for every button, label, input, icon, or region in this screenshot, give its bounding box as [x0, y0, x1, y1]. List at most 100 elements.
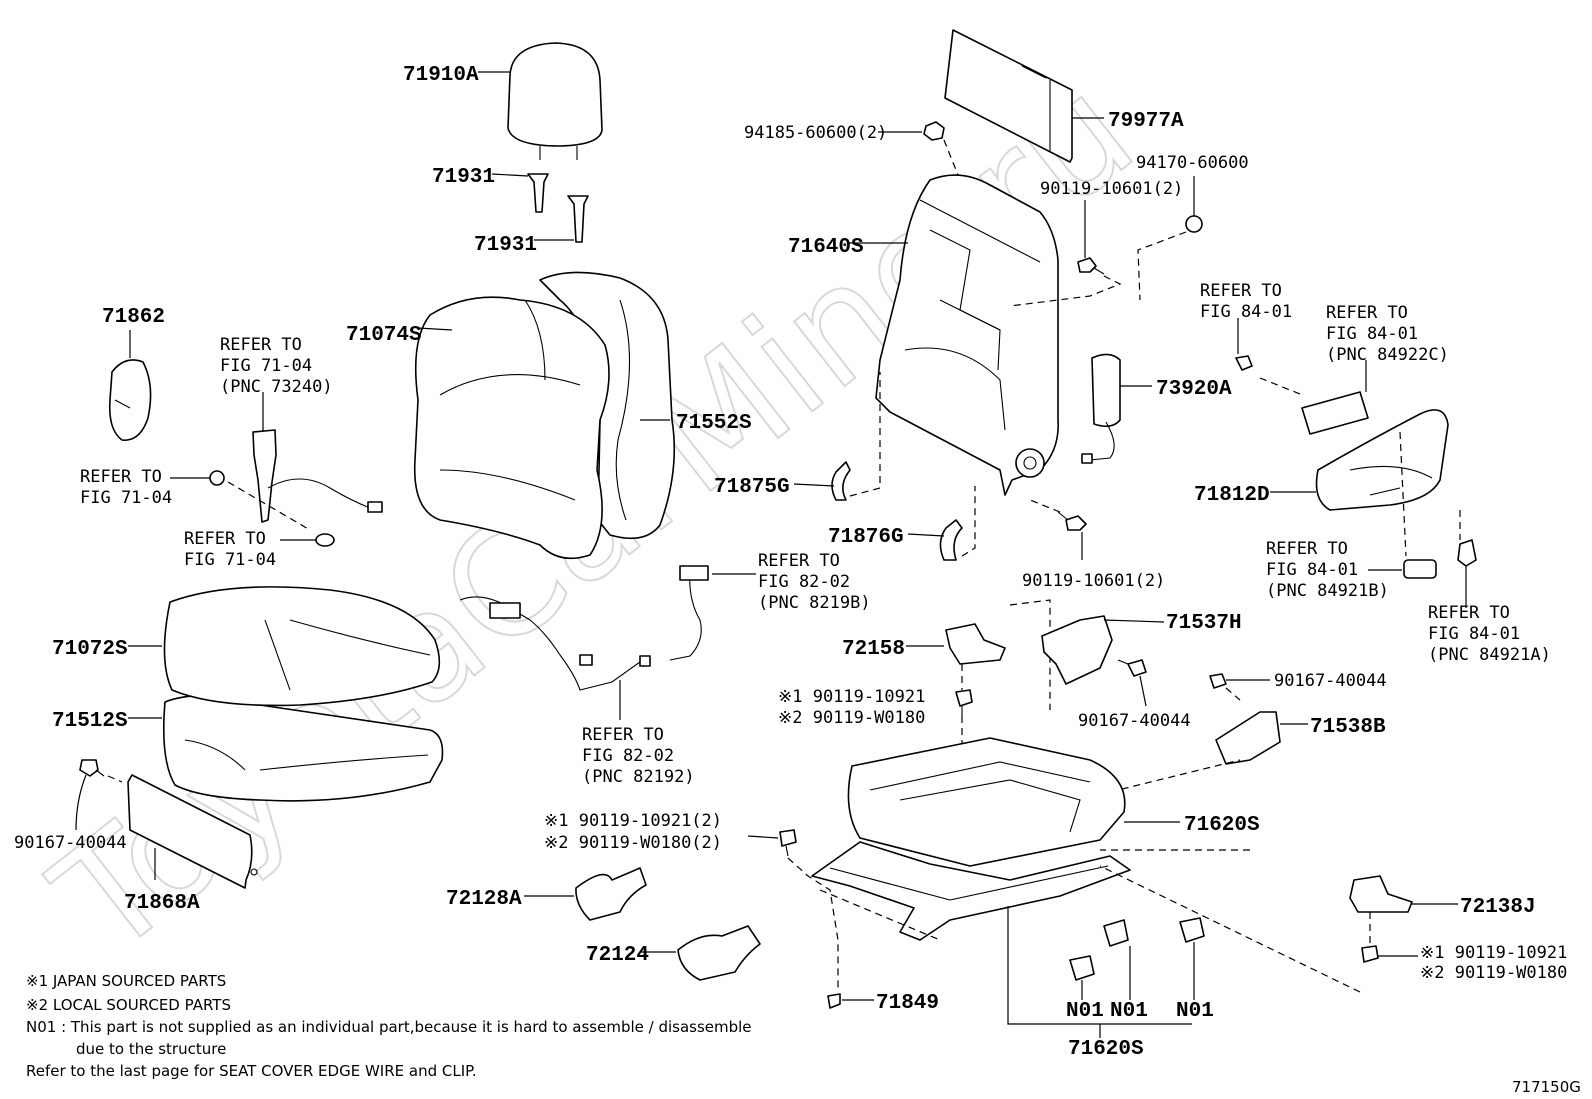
bolt-icon — [79, 759, 105, 777]
footnote: Refer to the last page for SEAT COVER ED… — [26, 1062, 477, 1080]
part-number-label: 79977A — [1108, 110, 1184, 133]
part-number-label: 71620S — [1184, 814, 1260, 837]
footnote: due to the structure — [76, 1040, 226, 1058]
refer-label: (PNC 73240) — [220, 377, 333, 397]
bolt-icon — [955, 689, 973, 716]
cover-part-72158 — [945, 623, 1006, 665]
cushion-cover-part — [163, 586, 441, 707]
part-number-label: 71875G — [714, 476, 790, 499]
refer-label: FIG 71-04 — [184, 550, 276, 570]
bolt-icon — [779, 829, 797, 857]
part-number-label: 72158 — [842, 638, 905, 661]
refer-label: FIG 84-01 — [1428, 624, 1520, 644]
back-board-part — [944, 29, 1073, 163]
bracket-part-71537H — [1041, 615, 1113, 685]
hinge-cover-part-71876G — [939, 519, 963, 561]
knob-part-84921A — [1457, 539, 1477, 567]
refer-label: (PNC 8219B) — [758, 593, 871, 613]
part-number-label: 71074S — [346, 324, 422, 347]
bolt-number-label: ※1 90119-10921 — [1420, 943, 1567, 963]
refer-label: FIG 71-04 — [80, 488, 172, 508]
part-number-label: 73920A — [1156, 378, 1232, 401]
part-number-label: 71072S — [52, 638, 128, 661]
headrest-part — [478, 42, 603, 160]
headrest-guide-part — [491, 173, 589, 243]
part-number-label: N01 — [1110, 1000, 1148, 1023]
part-number-label: 71862 — [102, 306, 165, 329]
refer-label: FIG 84-01 — [1326, 324, 1418, 344]
refer-label: REFER TO — [80, 467, 162, 487]
part-number-label: 94170-60600 — [1136, 153, 1249, 173]
bolt-icon — [1209, 673, 1227, 689]
bolt-number-label: ※1 90119-10921 — [778, 687, 925, 707]
part-number-label: 71910A — [403, 64, 479, 87]
part-number-label: 72124 — [586, 944, 649, 967]
nut-icon — [923, 121, 945, 141]
figure-code: 717150G — [1512, 1078, 1581, 1096]
refer-label: REFER TO — [1428, 603, 1510, 623]
refer-label: (PNC 84921B) — [1266, 581, 1389, 601]
refer-label: REFER TO — [758, 551, 840, 571]
hinge-cover-part-71875G — [831, 461, 851, 501]
bolt-number-label: ※1 90119-10921(2) — [544, 811, 722, 831]
refer-label: REFER TO — [220, 335, 302, 355]
part-number-label: 71868A — [124, 892, 200, 915]
bolt-icon — [1117, 659, 1147, 677]
part-number-label: 90119-10601(2) — [1040, 179, 1183, 199]
refer-label: (PNC 84922C) — [1326, 345, 1449, 365]
refer-label: REFER TO — [1200, 281, 1282, 301]
refer-label: REFER TO — [184, 529, 266, 549]
part-number-label: 72138J — [1460, 896, 1536, 919]
refer-label: FIG 82-02 — [758, 572, 850, 592]
part-number-label: 72128A — [446, 888, 522, 911]
motor-part — [1069, 917, 1205, 981]
belt-buckle-part — [252, 392, 383, 523]
clip-icon — [827, 993, 841, 1009]
part-number-label: 71512S — [52, 710, 128, 733]
switch-part — [1301, 360, 1369, 435]
airbag-part — [1081, 353, 1121, 464]
bolt-icon — [1057, 511, 1087, 531]
part-number-label: 71849 — [876, 992, 939, 1015]
refer-label: (PNC 82192) — [582, 767, 695, 787]
part-number-label: 71931 — [432, 166, 495, 189]
knob-part-84921B — [1403, 559, 1437, 579]
footnote: ※1 JAPAN SOURCED PARTS — [26, 972, 226, 990]
refer-label: FIG 82-02 — [582, 746, 674, 766]
seatback-frame-part — [875, 174, 1059, 496]
part-number-label: 90119-10601(2) — [1022, 571, 1165, 591]
side-cover-part — [1315, 409, 1449, 511]
part-number-label: 90167-40044 — [1274, 671, 1387, 691]
wire-harness-part — [459, 565, 756, 720]
refer-label: (PNC 84921A) — [1428, 645, 1551, 665]
refer-label: REFER TO — [582, 725, 664, 745]
seatback-cover-part — [413, 296, 610, 560]
nut-icon — [1185, 215, 1203, 233]
bracket-part-71538B — [1215, 711, 1281, 765]
refer-label: FIG 84-01 — [1200, 302, 1292, 322]
part-number-label: 71931 — [474, 234, 537, 257]
bolt-number-label: ※2 90119-W0180(2) — [544, 833, 722, 853]
bolt-icon — [1077, 257, 1105, 275]
part-number-label: 71640S — [788, 236, 864, 259]
part-number-label: 71537H — [1166, 612, 1242, 635]
part-number-label: 71552S — [676, 412, 752, 435]
part-number-label: 94185-60600(2) — [744, 123, 887, 143]
bolt-number-label: ※2 90119-W0180 — [778, 708, 925, 728]
part-number-label: N01 — [1066, 1000, 1104, 1023]
seat-adjuster-part — [811, 737, 1131, 941]
part-number-label: 71620S — [1068, 1038, 1144, 1061]
refer-label: FIG 71-04 — [220, 356, 312, 376]
bolt-icon — [1361, 945, 1379, 963]
bolt-number-label: ※2 90119-W0180 — [1420, 963, 1567, 983]
footnote: ※2 LOCAL SOURCED PARTS — [26, 996, 231, 1014]
side-shield-part — [127, 774, 258, 889]
part-number-label: 71812D — [1194, 484, 1270, 507]
part-number-label: 90167-40044 — [14, 833, 127, 853]
screw-icon — [1235, 355, 1253, 371]
part-number-label: 71876G — [828, 526, 904, 549]
refer-label: REFER TO — [1266, 539, 1348, 559]
cushion-pad-part — [162, 694, 444, 802]
cover-part-72138J — [1349, 875, 1413, 913]
